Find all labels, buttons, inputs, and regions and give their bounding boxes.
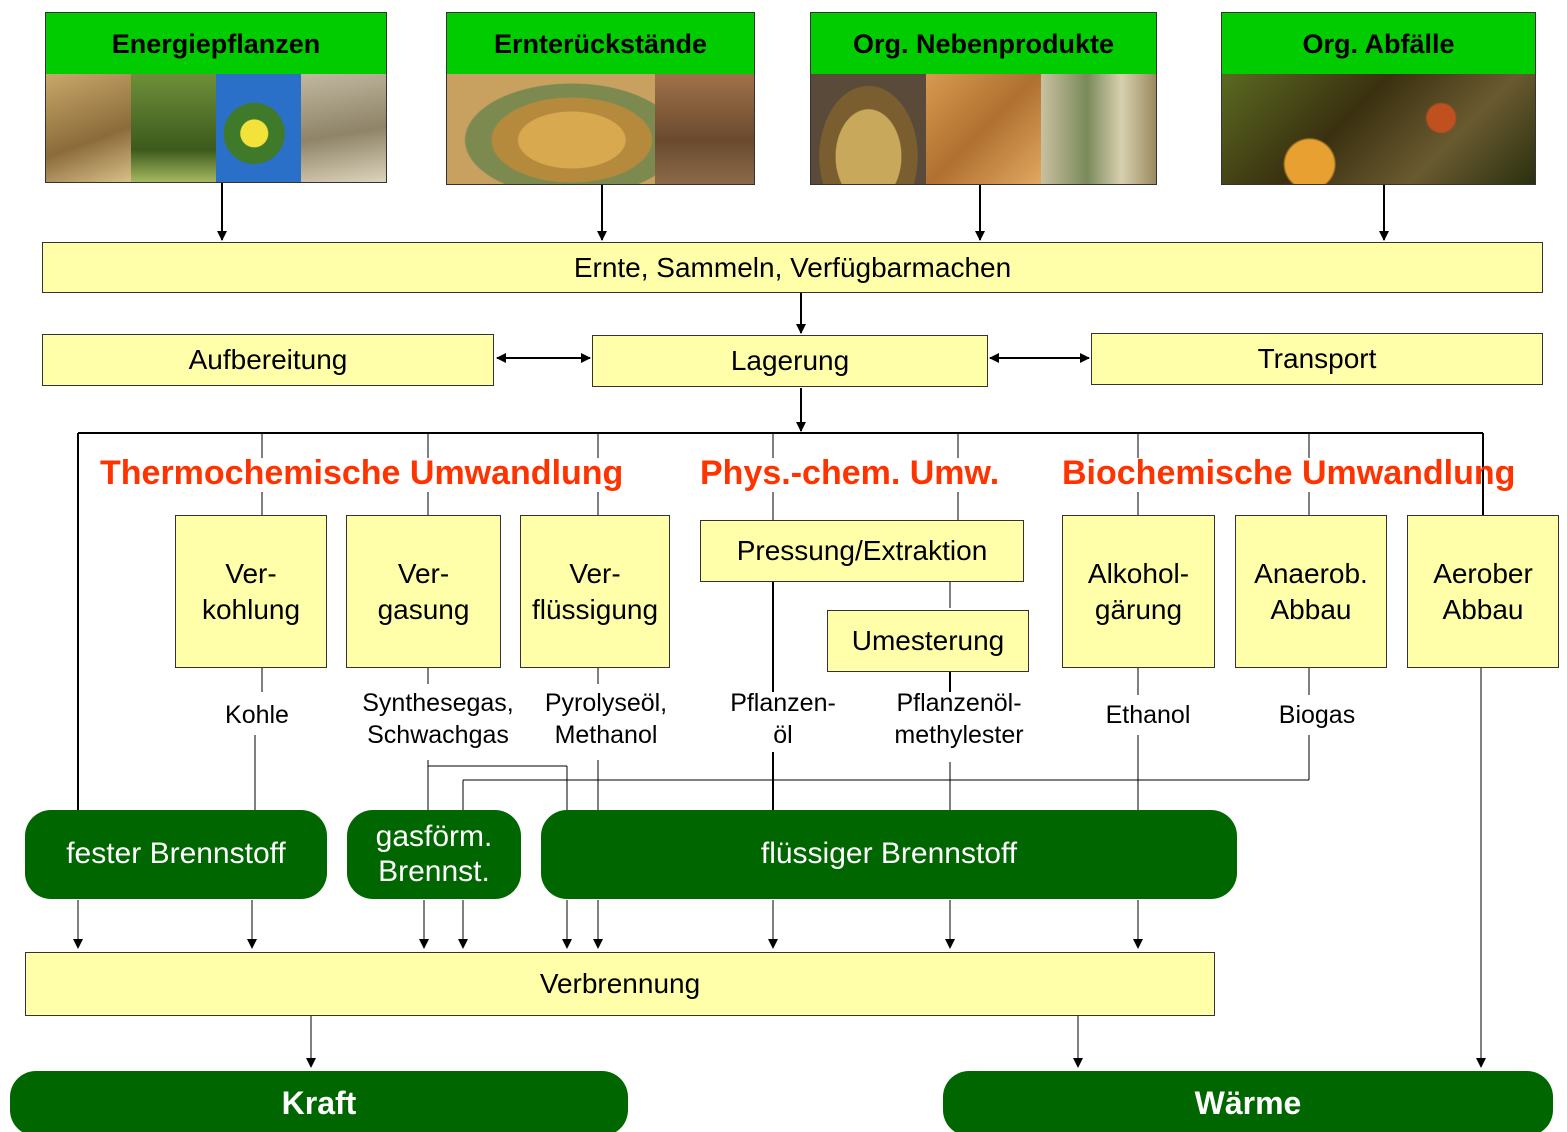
source-abfaelle: Org. Abfälle — [1221, 12, 1536, 75]
product-kohle: Kohle — [225, 701, 289, 729]
process-verkohlung: Ver- kohlung — [175, 515, 327, 668]
output-power: Kraft — [10, 1071, 628, 1132]
process-alkoholgaerung: Alkohol- gärung — [1062, 515, 1215, 668]
product-pflanzenoelmethylester: Pflanzenöl- methylester — [894, 689, 1024, 749]
product-biogas: Biogas — [1278, 701, 1356, 729]
product-pyrolyseoel: Pyrolyseöl, Methanol — [544, 689, 668, 749]
heading-thermochemical: Thermochemische Umwandlung — [100, 454, 624, 492]
aufbereitung-box: Aufbereitung — [42, 334, 494, 386]
product-pflanzenoel: Pflanzen- öl — [730, 689, 836, 749]
process-verfluessigung: Ver- flüssigung — [520, 515, 670, 668]
source-nebenprodukte: Org. Nebenprodukte — [810, 12, 1157, 75]
transport-box: Transport — [1091, 333, 1543, 385]
product-ethanol: Ethanol — [1105, 701, 1191, 729]
process-anaerob: Anaerob. Abbau — [1235, 515, 1387, 668]
photo-energiepflanzen-icon — [45, 74, 387, 183]
photo-abfaelle-icon — [1221, 74, 1536, 185]
process-umesterung: Umesterung — [827, 610, 1029, 672]
heading-physical-chemical: Phys.-chem. Umw. — [700, 454, 1000, 492]
heading-biochemical: Biochemische Umwandlung — [1062, 454, 1516, 492]
output-heat: Wärme — [943, 1071, 1553, 1132]
fuel-gaseous: gasförm. Brennst. — [347, 810, 521, 899]
collection-box: Ernte, Sammeln, Verfügbarmachen — [42, 242, 1543, 293]
process-pressung: Pressung/Extraktion — [700, 520, 1024, 582]
source-ernterueckstaende: Ernterückstände — [446, 12, 755, 75]
source-energiepflanzen: Energiepflanzen — [45, 12, 387, 75]
combustion-box: Verbrennung — [25, 952, 1215, 1016]
fuel-solid: fester Brennstoff — [25, 810, 327, 899]
lagerung-box: Lagerung — [592, 335, 988, 387]
fuel-liquid: flüssiger Brennstoff — [541, 810, 1237, 899]
photo-nebenprodukte-icon — [810, 74, 1157, 185]
product-synthesegas: Synthesegas, Schwachgas — [362, 689, 514, 749]
photo-ernterueckstaende-icon — [446, 74, 755, 185]
process-vergasung: Ver- gasung — [346, 515, 501, 668]
process-aerob: Aerober Abbau — [1407, 515, 1559, 668]
